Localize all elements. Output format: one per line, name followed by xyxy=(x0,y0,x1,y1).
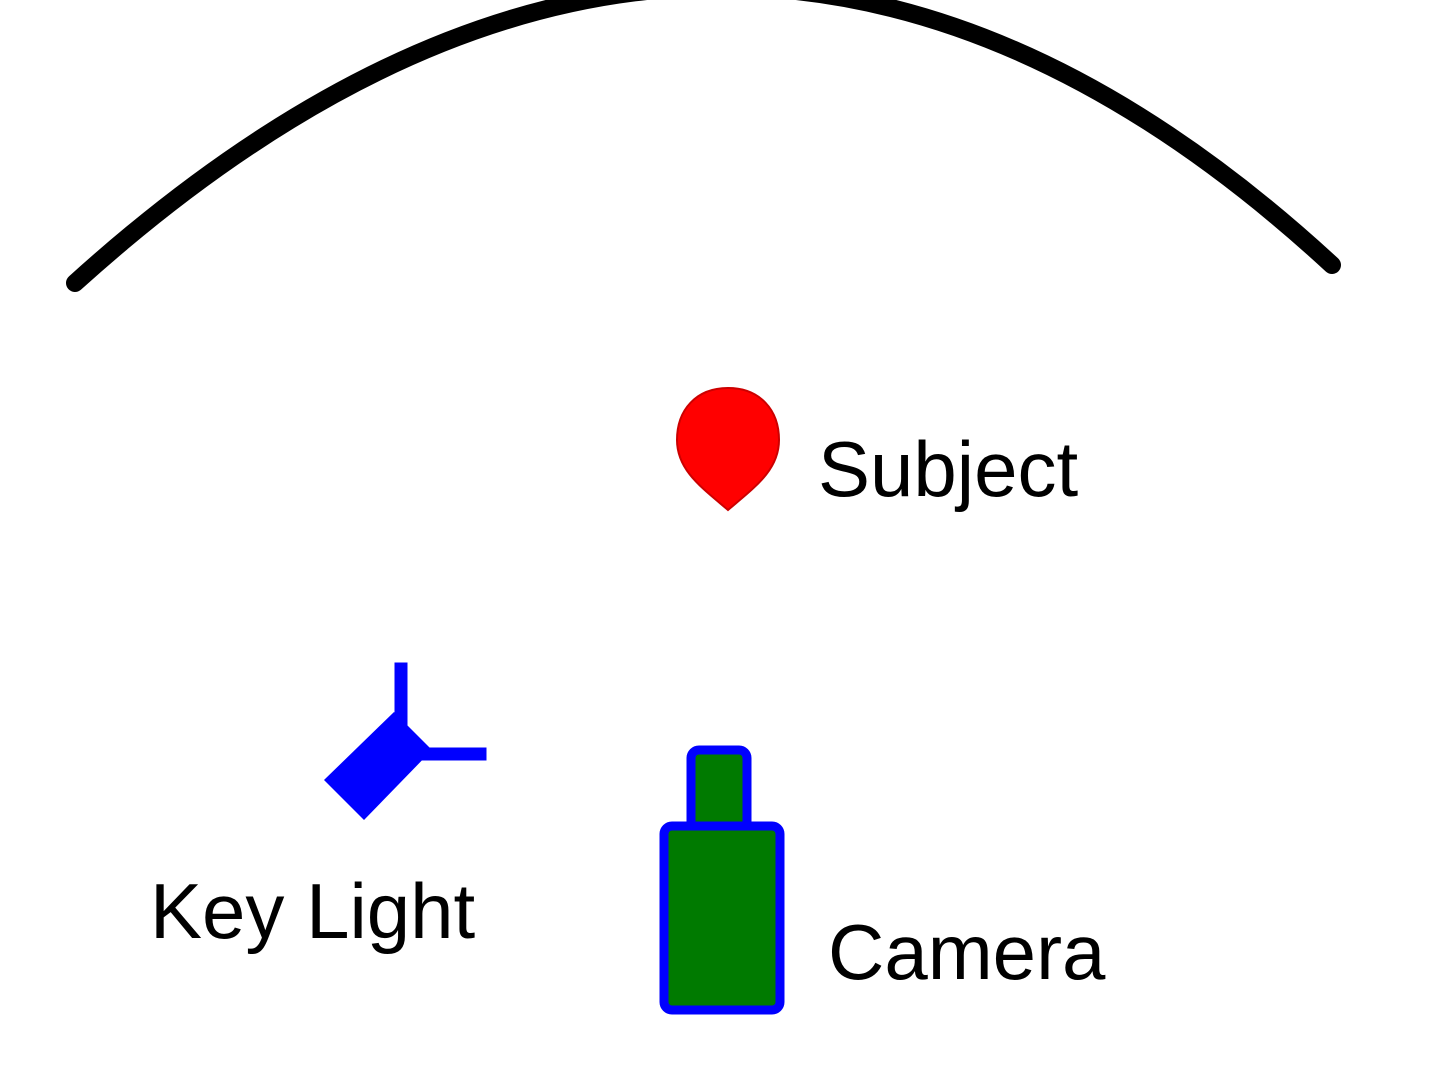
camera: Camera xyxy=(659,745,1106,1015)
subject-marker-icon xyxy=(675,386,781,512)
key-light-icon xyxy=(324,662,487,820)
camera-icon xyxy=(659,745,785,1015)
backdrop-arc xyxy=(66,0,1341,292)
subject: Subject xyxy=(675,386,1078,513)
key-light: Key Light xyxy=(150,662,487,955)
key-light-label: Key Light xyxy=(150,867,476,955)
subject-label: Subject xyxy=(818,425,1078,513)
camera-label: Camera xyxy=(828,908,1106,996)
